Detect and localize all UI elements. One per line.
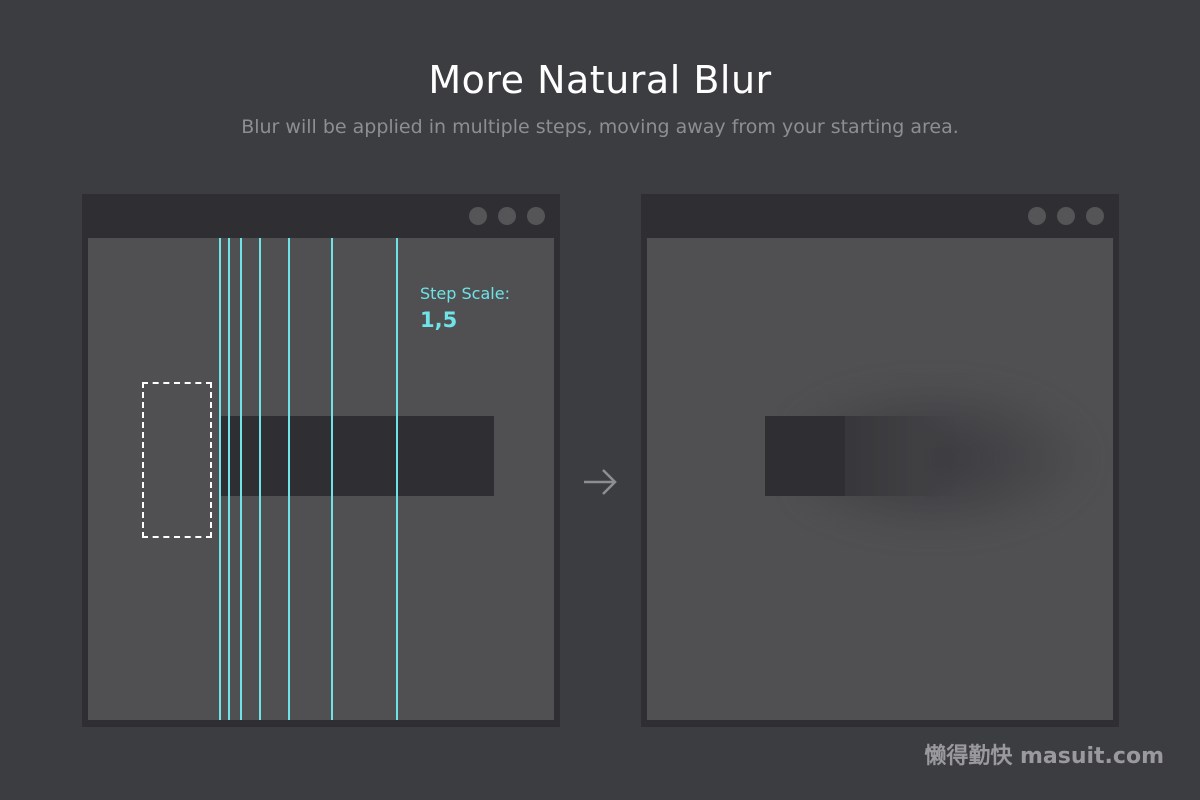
page-subtitle: Blur will be applied in multiple steps, … bbox=[241, 116, 959, 138]
window-control-dot[interactable] bbox=[527, 207, 545, 225]
window-control-dot[interactable] bbox=[1057, 207, 1075, 225]
step-guide-line bbox=[331, 238, 333, 720]
before-window: Step Scale: 1,5 bbox=[82, 194, 560, 727]
selection-marquee[interactable] bbox=[142, 382, 212, 538]
watermark-text: 懒得勤快 masuit.com bbox=[924, 744, 1164, 769]
window-titlebar bbox=[641, 194, 1119, 238]
after-window bbox=[641, 194, 1119, 727]
right-arrow-icon bbox=[584, 469, 617, 495]
window-control-dot[interactable] bbox=[469, 207, 487, 225]
step-scale-value: 1,5 bbox=[420, 308, 458, 332]
window-titlebar bbox=[82, 194, 560, 238]
before-canvas: Step Scale: 1,5 bbox=[88, 238, 554, 720]
bar-sharp-edge bbox=[765, 416, 845, 496]
step-guide-line bbox=[396, 238, 398, 720]
step-guide-line bbox=[288, 238, 290, 720]
step-scale-label: Step Scale: bbox=[420, 284, 510, 303]
page-title: More Natural Blur bbox=[428, 58, 772, 102]
window-control-dot[interactable] bbox=[1028, 207, 1046, 225]
step-guide-line bbox=[219, 238, 221, 720]
step-guide-line bbox=[228, 238, 230, 720]
window-control-dot[interactable] bbox=[498, 207, 516, 225]
after-canvas bbox=[647, 238, 1113, 720]
dark-bar-shape bbox=[219, 416, 494, 496]
step-guide-line bbox=[240, 238, 242, 720]
window-control-dot[interactable] bbox=[1086, 207, 1104, 225]
step-guide-line bbox=[259, 238, 261, 720]
